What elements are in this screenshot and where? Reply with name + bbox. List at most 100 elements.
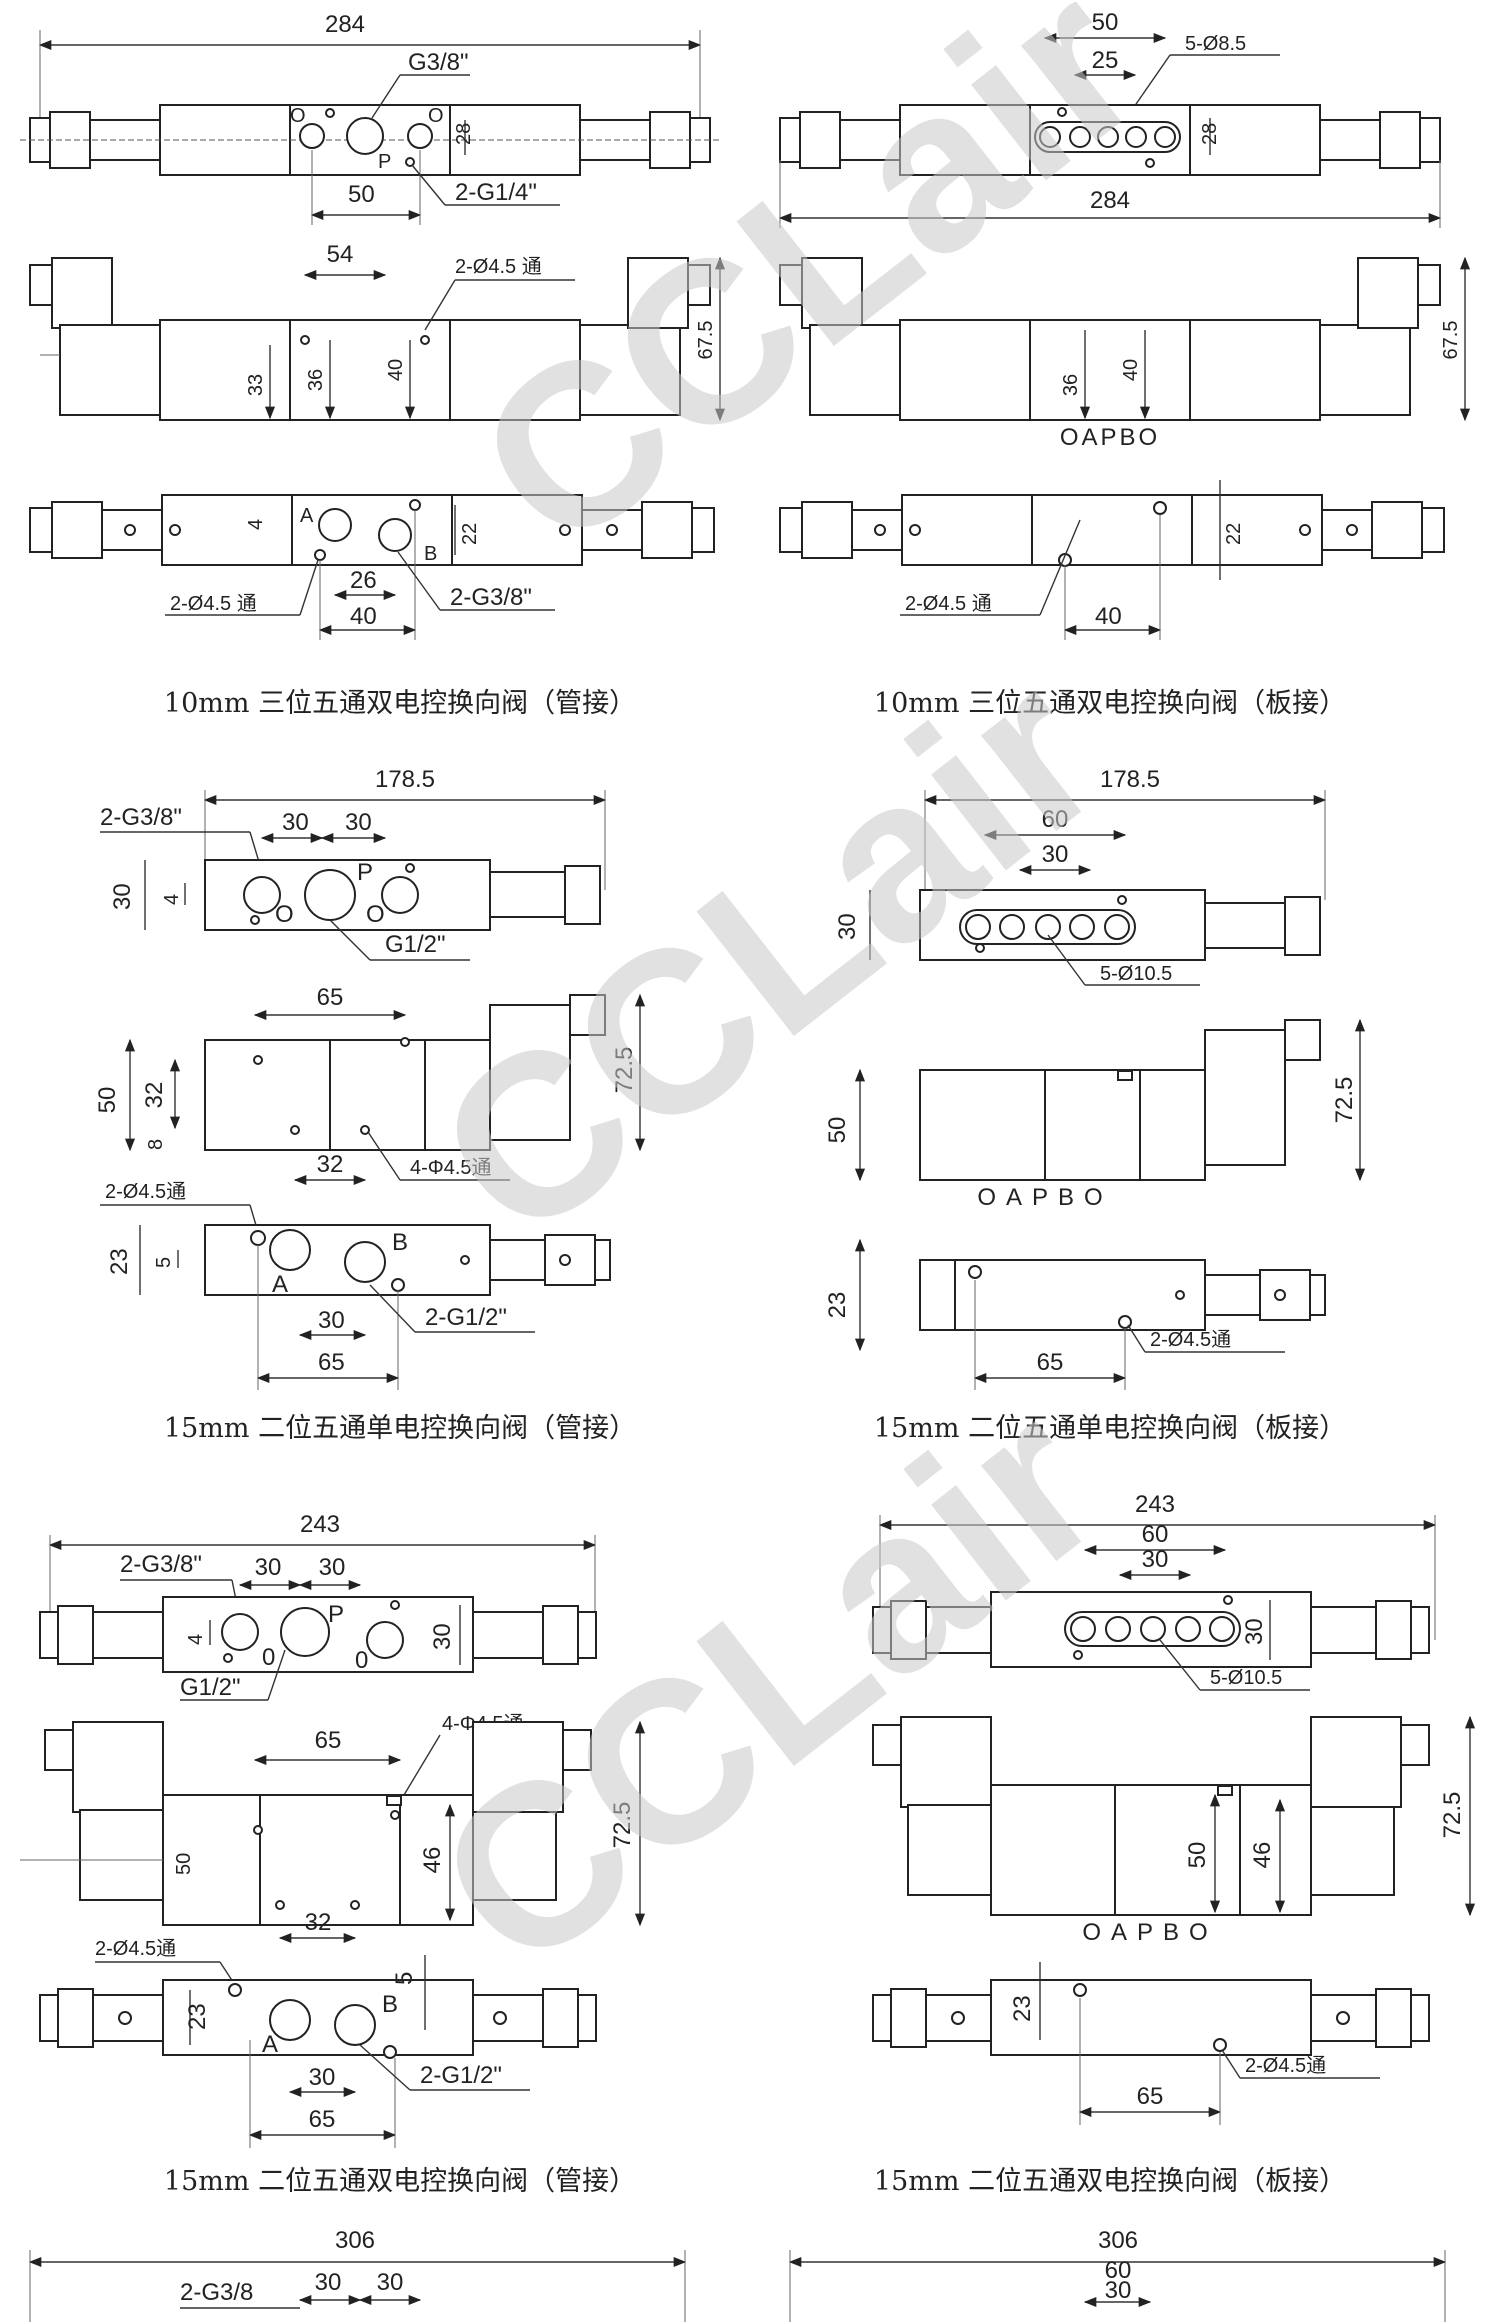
dim-w30: 30 xyxy=(1105,2277,1132,2304)
thread-g38: 2-G3/8 xyxy=(180,2279,253,2306)
thread-g12: G1/2" xyxy=(385,931,446,958)
bottom-hole-45: 2-Ø4.5通 xyxy=(95,1937,176,1960)
dim-30b: 30 xyxy=(319,1554,346,1581)
dim-54: 54 xyxy=(327,241,354,268)
dim-h30: 30 xyxy=(429,1623,456,1650)
port-a: A xyxy=(262,2031,278,2058)
dim-b22: 22 xyxy=(459,523,481,545)
dim-v36: 36 xyxy=(1060,374,1082,396)
dim-v725: 72.5 xyxy=(609,1802,636,1849)
port-o-right: 0 xyxy=(355,1647,368,1674)
dim-b4: 4 xyxy=(245,519,267,530)
dim-h30: 30 xyxy=(834,913,861,940)
dim-v725: 72.5 xyxy=(611,1047,638,1094)
dim-v5: 5 xyxy=(153,1257,175,1268)
side-view: 65 50 32 8 72.5 32 4-Φ4.5通 xyxy=(94,984,646,1186)
dim-30a: 30 xyxy=(282,809,309,836)
bottom-hole-45: 2-Ø4.5 通 xyxy=(905,592,992,615)
dim-b65: 65 xyxy=(318,1349,345,1376)
dim-w60: 60 xyxy=(1142,1521,1169,1548)
drawing-partial-left: 306 2-G3/8 30 30 xyxy=(28,2227,687,2322)
drawing-15mm-double-pipe: 243 2-G3/8" 30 30 P 0 0 4 30 G1/2" 65 4- xyxy=(20,1511,646,2197)
dim-30b: 30 xyxy=(345,809,372,836)
dim-b26: 26 xyxy=(350,567,377,594)
dim-length: 178.5 xyxy=(375,766,435,793)
dim-32: 32 xyxy=(317,1151,344,1178)
dim-length: 243 xyxy=(300,1511,340,1538)
dim-w25: 25 xyxy=(1092,47,1119,74)
caption-3: 15mm 二位五通单电控换向阀（管接） xyxy=(164,1413,636,1444)
dim-65: 65 xyxy=(317,984,344,1011)
dim-v725: 72.5 xyxy=(1439,1792,1466,1839)
dim-v23: 23 xyxy=(1009,1995,1036,2022)
holes-5x85: 5-Ø8.5 xyxy=(1185,33,1246,55)
port-o-right: O xyxy=(366,901,385,928)
dim-v50: 50 xyxy=(1184,1842,1211,1869)
thread-g38: 2-G3/8" xyxy=(120,1551,202,1578)
dim-h28: 28 xyxy=(1199,123,1221,145)
top-view: 243 2-G3/8" 30 30 P 0 0 4 30 G1/2" xyxy=(39,1511,597,1701)
port-letters: OAPBO xyxy=(1060,424,1160,451)
hole-2x45: 2-Ø4.5 通 xyxy=(455,255,542,278)
dim-b30: 30 xyxy=(309,2064,336,2091)
drawing-10mm-3pos-pipe: 284 O P O G3/8" 28 50 2-G1/4" xyxy=(20,11,726,719)
caption-1: 10mm 三位五通双电控换向阀（管接） xyxy=(164,688,636,719)
port-b: B xyxy=(382,1991,398,2018)
dim-length: 284 xyxy=(325,11,365,38)
watermark-text-3: CCLair xyxy=(392,1352,1144,2019)
drawing-15mm-single-pipe: 178.5 2-G3/8" 30 30 P O O 30 4 G1/2" 65 xyxy=(94,766,646,1444)
top-view: 243 60 30 30 5-Ø10.5 xyxy=(872,1491,1437,1691)
dim-h30: 30 xyxy=(1241,1618,1268,1645)
dim-b30: 30 xyxy=(318,1307,345,1334)
dim-length: 243 xyxy=(1135,1491,1175,1518)
dim-30b: 30 xyxy=(377,2269,404,2296)
side-view: 50 72.5 OAPBO xyxy=(824,1018,1366,1211)
dim-b65: 65 xyxy=(1037,1349,1064,1376)
holes-5x105: 5-Ø10.5 xyxy=(1210,1667,1282,1689)
dim-b65: 65 xyxy=(309,2106,336,2133)
port-p: P xyxy=(378,151,391,173)
bottom-hole-45: 2-Ø4.5通 xyxy=(105,1180,186,1203)
port-a: A xyxy=(300,505,314,527)
dim-v50: 50 xyxy=(824,1117,851,1144)
caption-5: 15mm 二位五通双电控换向阀（管接） xyxy=(164,2166,636,2197)
dim-w30: 30 xyxy=(1042,841,1069,868)
port-o-left: O xyxy=(275,901,294,928)
thread-g14: 2-G1/4" xyxy=(455,179,537,206)
dim-length: 306 xyxy=(335,2227,375,2254)
dim-v50: 50 xyxy=(173,1853,195,1875)
side-view: 54 2-Ø4.5 通 33 36 40 67.5 xyxy=(29,241,726,422)
dim-v32: 32 xyxy=(141,1082,168,1109)
bottom-hole-45: 2-Ø4.5 通 xyxy=(170,592,257,615)
dim-30a: 30 xyxy=(315,2269,342,2296)
hole-4x45: 4-Φ4.5通 xyxy=(410,1156,492,1179)
port-b: B xyxy=(392,1229,408,1256)
dim-length: 306 xyxy=(1098,2227,1138,2254)
dim-h4: 4 xyxy=(185,1634,207,1645)
top-view: 284 O P O G3/8" 28 50 2-G1/4" xyxy=(20,11,720,225)
bottom-view: A B 4 22 26 40 2-Ø4.5 通 2-G3/8" xyxy=(29,494,715,640)
dim-w30: 30 xyxy=(1142,1546,1169,1573)
side-view: 50 46 72.5 OAPBO xyxy=(872,1715,1476,1946)
dim-v36: 36 xyxy=(305,369,327,391)
dim-length: 284 xyxy=(1090,187,1130,214)
dim-65: 65 xyxy=(315,1727,342,1754)
dim-h28: 28 xyxy=(453,123,475,145)
dim-v46: 46 xyxy=(1249,1842,1276,1869)
drawing-10mm-3pos-plate: 50 25 5-Ø8.5 28 284 xyxy=(778,9,1471,719)
port-o-left: 0 xyxy=(262,1644,275,1671)
port-p: P xyxy=(357,859,373,886)
thread-g38: 2-G3/8" xyxy=(100,804,182,831)
bottom-thread-g12: 2-G1/2" xyxy=(420,2062,502,2089)
side-view: 36 40 67.5 OAPBO xyxy=(779,256,1471,451)
holes-5x105: 5-Ø10.5 xyxy=(1100,963,1172,985)
bottom-hole-45: 2-Ø4.5通 xyxy=(1150,1328,1231,1351)
port-o-right: O xyxy=(428,105,444,127)
dim-b40: 40 xyxy=(350,603,377,630)
bottom-hole-45: 2-Ø4.5通 xyxy=(1245,2054,1326,2077)
dim-32: 32 xyxy=(305,1909,332,1936)
bottom-thread-g12: 2-G1/2" xyxy=(425,1304,507,1331)
dim-b65: 65 xyxy=(1137,2083,1164,2110)
port-a: A xyxy=(272,1271,288,1298)
drawing-15mm-single-plate: 178.5 60 30 30 5-Ø10.5 50 72.5 OAPBO xyxy=(824,766,1366,1444)
